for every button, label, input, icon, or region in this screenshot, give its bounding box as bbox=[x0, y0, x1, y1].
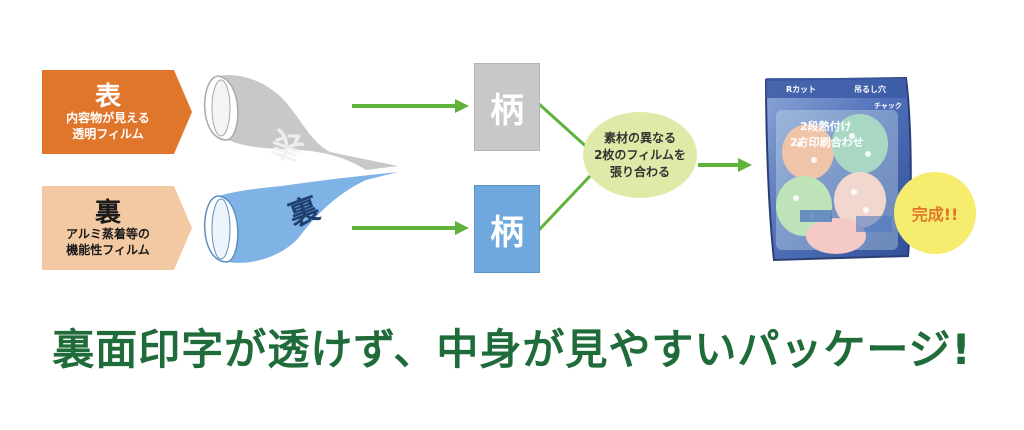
package-tag-right: 吊るし穴 bbox=[854, 84, 886, 94]
package-product-line1: 2段熱付け bbox=[800, 119, 852, 133]
package-egg-dots bbox=[793, 133, 871, 219]
headline: 裏面印字が透けず、中身が見やすいパッケージ! bbox=[52, 325, 972, 374]
back-film-roll-core bbox=[211, 198, 231, 260]
complete-text: 完成!! bbox=[911, 205, 959, 224]
front-film-sheet bbox=[211, 74, 398, 170]
pattern-box-front: 柄 bbox=[474, 63, 540, 151]
front-label-line1: 内容物が見える bbox=[66, 111, 150, 125]
back-label-line1: アルミ蒸着等の bbox=[66, 227, 150, 241]
front-label-title: 表 bbox=[94, 82, 121, 112]
package-zipper-label: チャック bbox=[874, 101, 902, 110]
arrow-back-to-pattern bbox=[352, 221, 469, 235]
arrow-front-to-pattern bbox=[352, 99, 469, 113]
back-film-sheet bbox=[211, 172, 398, 263]
package-product-line2: 2方印刷合わせ bbox=[790, 135, 864, 149]
back-film-label: 裏 アルミ蒸着等の 機能性フィルム bbox=[42, 186, 192, 270]
package-egg-4 bbox=[834, 172, 886, 228]
package-illustration: Rカット 吊るし穴 チャック 2段熱付け 2方印刷合わせ bbox=[764, 76, 912, 262]
pattern-box-back: 柄 bbox=[474, 185, 540, 273]
package-tag-left: Rカット bbox=[786, 85, 816, 94]
lamination-text: 素材の異なる 2枚のフィルムを 張り合わる bbox=[594, 130, 686, 179]
back-label-title: 裏 bbox=[94, 198, 121, 228]
connector-bottom bbox=[537, 174, 592, 232]
lamination-bubble: 素材の異なる 2枚のフィルムを 張り合わる bbox=[583, 112, 697, 198]
package-egg-1 bbox=[782, 124, 834, 180]
front-film-roll-core bbox=[211, 79, 231, 137]
front-label-desc: 内容物が見える 透明フィルム bbox=[42, 110, 174, 142]
front-film-label: 表 内容物が見える 透明フィルム bbox=[42, 70, 192, 154]
front-label-line2: 透明フィルム bbox=[72, 127, 144, 141]
package-top-band bbox=[766, 78, 906, 98]
complete-badge: 完成!! bbox=[894, 172, 976, 254]
package-side-label bbox=[856, 216, 892, 232]
package-egg-2 bbox=[832, 114, 888, 174]
arrow-to-package bbox=[698, 158, 752, 172]
package-egg-5 bbox=[806, 218, 866, 254]
package-inner-label bbox=[800, 210, 832, 222]
back-label-line2: 機能性フィルム bbox=[66, 243, 150, 257]
connector-top bbox=[537, 102, 592, 152]
back-label-desc: アルミ蒸着等の 機能性フィルム bbox=[42, 226, 174, 258]
